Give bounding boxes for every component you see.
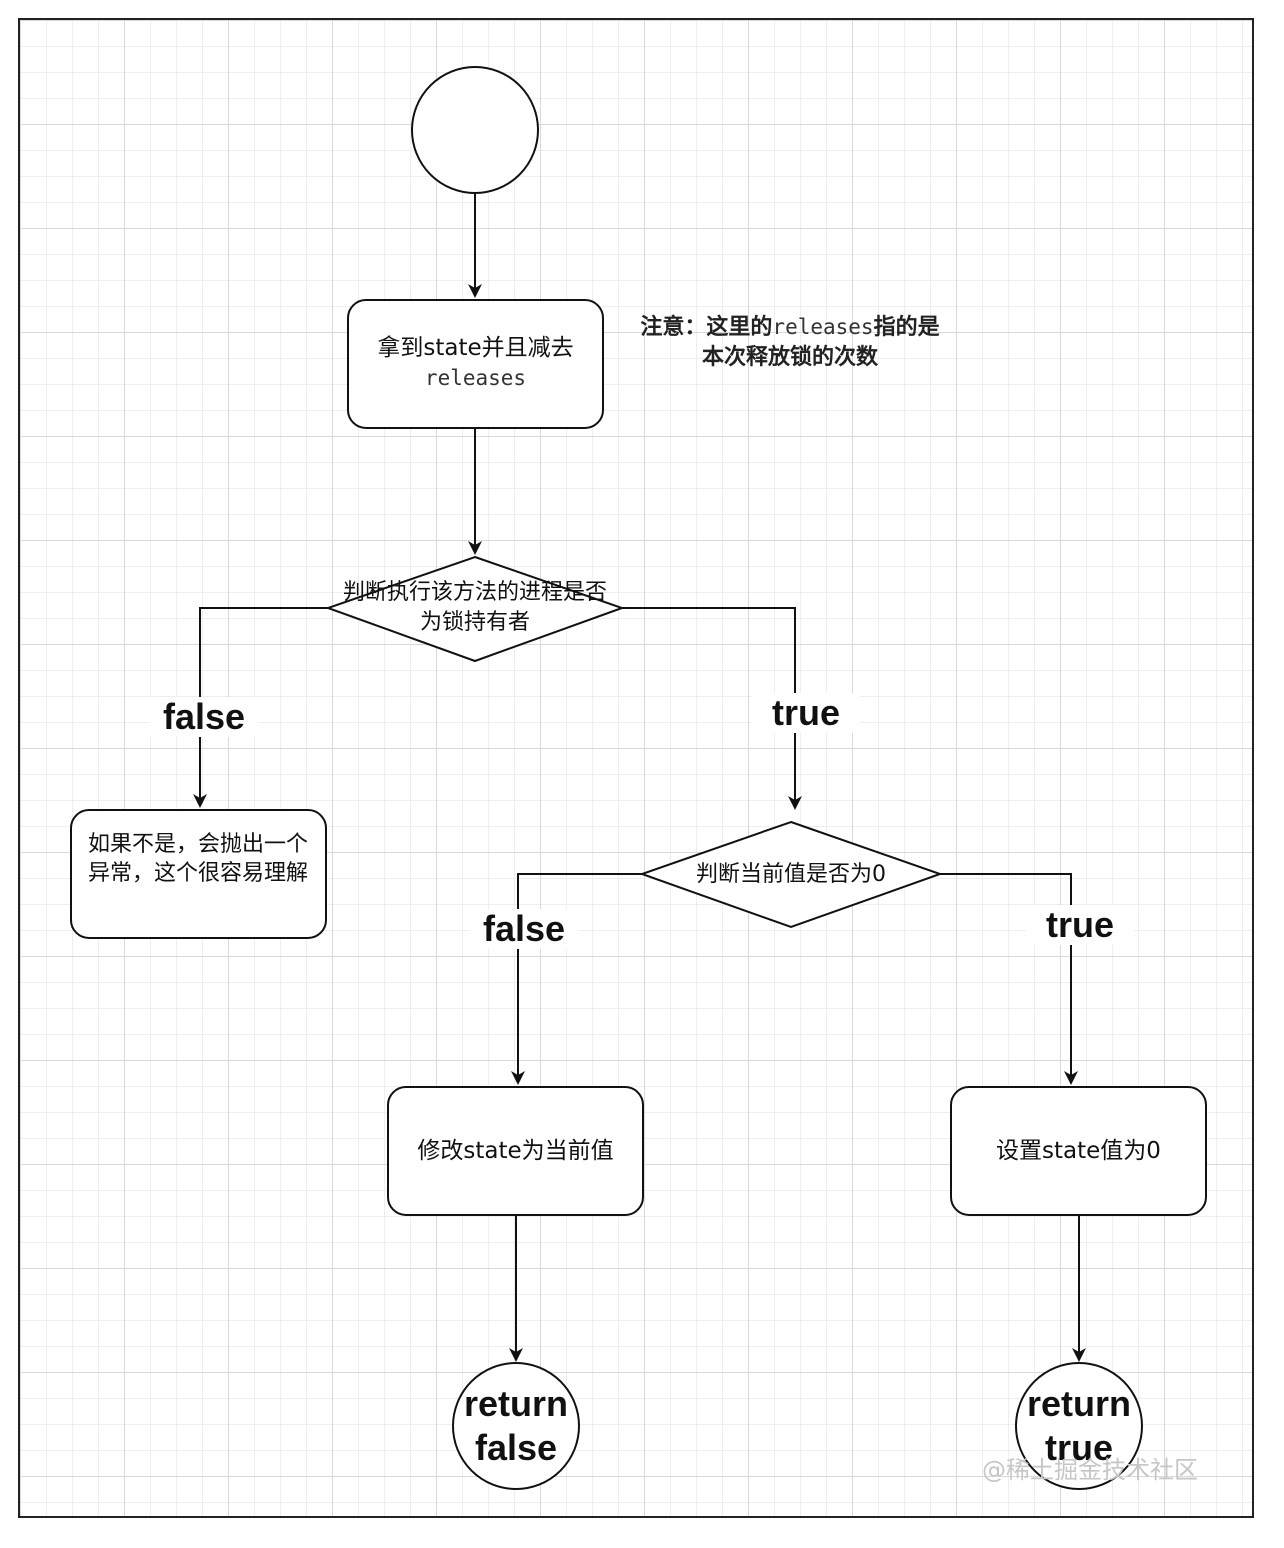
step1-label: 拿到state并且减去 releases [348,333,603,393]
set-zero-label: 设置state值为0 [996,1138,1161,1164]
end-true-line2: true [1044,1427,1113,1468]
decision1-label: 判断执行该方法的进程是否为锁持有者 [342,580,607,635]
decision2-diamond [638,820,944,929]
end-false-label: return false [446,1382,586,1470]
end-false-node [452,1362,580,1490]
end-false-line1: return [463,1383,568,1424]
note-prefix: 注意：这里的 [640,315,773,340]
end-true-label: return true [1009,1382,1149,1470]
set-zero-box [950,1086,1207,1216]
edge-label-d1-false: false [150,697,258,737]
watermark: @稀土掘金技术社区 [982,1456,1198,1484]
note-suffix: 指的是本次释放锁的次数 [701,315,940,370]
step1-text: 拿到state并且减去 [377,335,574,361]
edge-decision1-true [620,607,802,810]
end-true-node [1015,1362,1143,1490]
decision2-label: 判断当前值是否为0 [696,862,886,887]
modify-label: 修改state为当前值 [417,1138,614,1164]
decision1-diamond [325,555,625,663]
edge-decision2-true [938,873,1078,1085]
end-true-line1: return [1026,1383,1131,1424]
diagram-canvas [18,18,1254,1518]
step1-code: releases [424,366,527,390]
start-node [411,66,539,194]
edge-label-d1-true: true [752,693,860,733]
step1-box [347,299,604,429]
edge-label-d2-true: true [1026,905,1134,945]
modify-box [387,1086,644,1216]
edge-decision2-false [511,873,645,1085]
exception-box [70,809,327,939]
end-false-line2: false [474,1427,558,1468]
releases-note: 注意：这里的releases指的是本次释放锁的次数 [640,312,940,373]
exception-label: 如果不是，会抛出一个异常，这个很容易理解 [87,832,308,886]
edge-decision1-false [193,607,330,808]
note-code: releases [772,315,874,339]
edge-label-d2-false: false [470,909,578,949]
